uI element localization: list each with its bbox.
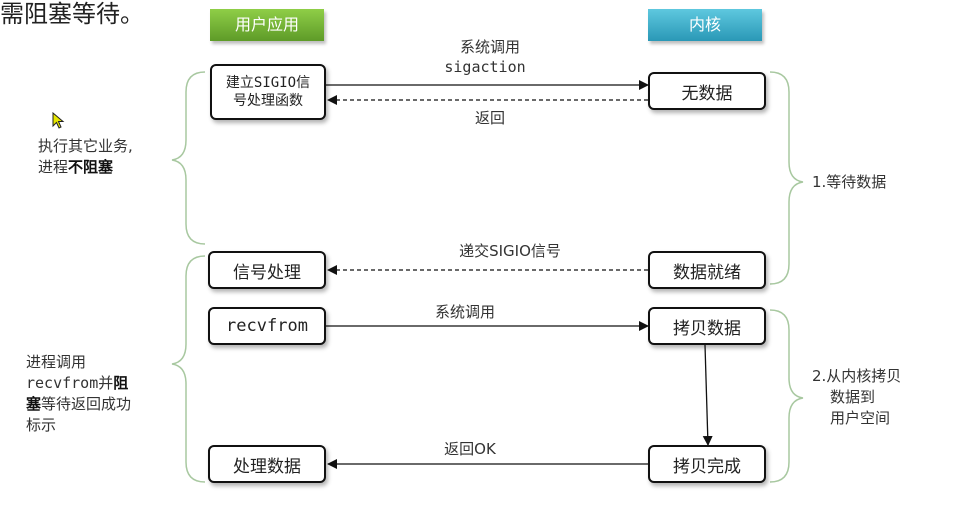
user-app-header: 用户应用 (210, 9, 324, 41)
note2-line4: 标示 (26, 416, 57, 434)
note2-line1: 进程调用 (26, 353, 87, 371)
phase2-line2: 数据到 (830, 388, 876, 406)
cursor-icon (52, 112, 65, 129)
create-sigio-line1: 建立SIGIO信 (225, 75, 311, 91)
right-brace-1 (769, 71, 804, 285)
note2-line3: 塞等待返回成功 (26, 395, 132, 413)
right-brace-2 (769, 309, 804, 483)
copy-data-box: 拷贝数据 (648, 307, 766, 345)
arrow-copy-down (702, 344, 713, 446)
phase2-line3: 用户空间 (830, 409, 891, 427)
note-non-blocking: 执行其它业务, 进程不阻塞 (38, 136, 133, 178)
note2-line2: recvfrom并阻 (26, 374, 129, 392)
deliver-sigio-label: 递交SIGIO信号 (459, 242, 561, 260)
syscall-label-2: 系统调用 (434, 303, 495, 321)
no-data-label: 无数据 (681, 83, 733, 104)
note1-line1: 执行其它业务, (38, 137, 133, 155)
copy-data-label: 拷贝数据 (673, 318, 741, 339)
signal-handling-box: 信号处理 (208, 251, 326, 289)
note-blocking: 进程调用 recvfrom并阻 塞等待返回成功 标示 (26, 352, 131, 436)
recvfrom-box: recvfrom (208, 307, 326, 345)
no-data-box: 无数据 (648, 72, 766, 110)
phase1-note: 1.等待数据 (812, 173, 887, 191)
data-ready-label: 数据就绪 (673, 262, 741, 283)
process-data-box: 处理数据 (208, 445, 326, 483)
data-ready-box: 数据就绪 (648, 251, 766, 289)
top-text: 需阻塞等待。 (0, 0, 144, 28)
sigaction-label: sigaction (444, 58, 526, 76)
copy-done-box: 拷贝完成 (648, 445, 766, 483)
phase2-note: 2.从内核拷贝 数据到 用户空间 (812, 366, 901, 429)
note1-line2: 进程不阻塞 (38, 158, 114, 176)
left-brace-2 (171, 255, 206, 483)
create-sigio-line2: 号处理函数 (233, 93, 303, 109)
recvfrom-label: recvfrom (226, 316, 308, 336)
process-data-label: 处理数据 (233, 456, 301, 477)
syscall-label-1: 系统调用 (459, 38, 520, 56)
kernel-header: 内核 (648, 9, 762, 41)
signal-handling-label: 信号处理 (233, 262, 301, 283)
create-sigio-handler-box: 建立SIGIO信 号处理函数 (210, 64, 326, 120)
left-brace-1 (171, 71, 206, 245)
phase2-line1: 2.从内核拷贝 (812, 367, 902, 385)
return-ok-label: 返回OK (444, 440, 496, 458)
copy-done-label: 拷贝完成 (673, 456, 741, 477)
return-label: 返回 (474, 109, 505, 127)
